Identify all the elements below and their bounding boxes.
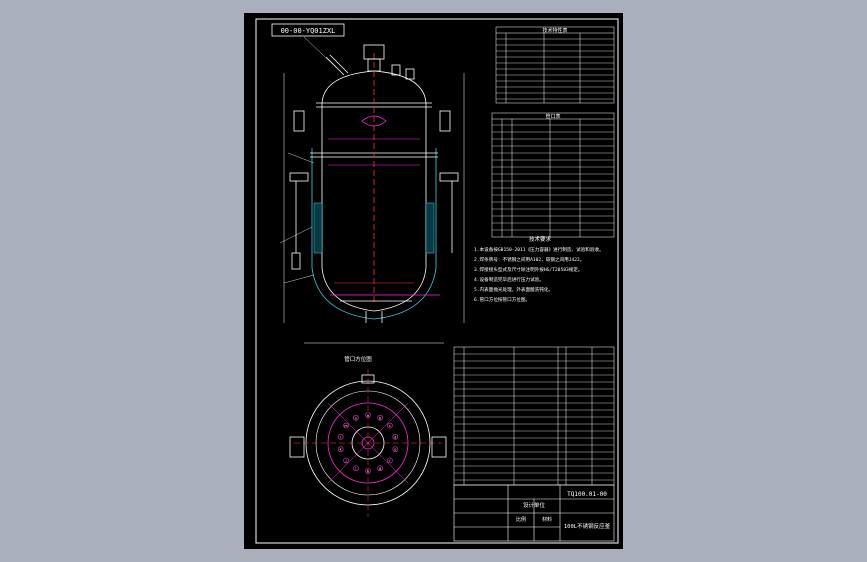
nozzle-mark-label: h [367,470,369,474]
tech-req-line: 5.内表面抛光处理，外表面酸洗钝化。 [474,286,553,293]
nozzle-mark-label: c [389,424,391,428]
nozzle-table-title: 管口表 [545,113,560,120]
parts-list-rows [454,353,614,481]
nozzle-mark-circle [365,412,371,418]
nozzle-mark-circle [387,422,393,429]
tech-req-line: 1.本设备按GB150-2011《压力容器》进行制造、试验和验收。 [474,246,604,253]
tech-req-lines: 1.本设备按GB150-2011《压力容器》进行制造、试验和验收。 2.焊条牌号：… [474,246,604,303]
nozzle-table [491,112,615,238]
parts-list [453,346,615,486]
drawing-frame [255,18,619,544]
nozzle-mark-circle [353,414,359,421]
orientation-nozzle-marks: a b c d e f g h i j k l m n [337,412,399,474]
tech-params-table [495,26,615,104]
nozzle-mark-circle [343,422,349,429]
nozzle-mark-label: i [355,467,356,471]
nozzle-mark-label: m [344,424,348,428]
nozzle-mark-label: d [394,435,396,439]
nozzle-mark-label: n [355,416,357,420]
orientation-title: 管口方位图 [344,355,372,363]
tech-req-title: 技术要求 [529,235,552,243]
nozzle-mark-circle [377,414,383,421]
tech-req-line: 4.设备制造完毕后进行压力试验。 [474,276,544,283]
nozzle-mark-circle [343,457,349,464]
drawing-number: TQ100.01-00 [567,491,607,498]
vessel-elevation [283,44,465,344]
title-block [453,484,615,542]
nozzle-mark-circle [392,433,399,440]
nozzle-mark-label: k [340,448,343,452]
nozzle-mark-label: e [394,448,396,452]
nozzle-table-rows [492,124,614,231]
nozzle-mark-label: l [340,435,341,439]
nozzle-mark-label: a [367,414,369,418]
impeller [361,115,387,127]
drawing-title: 100L不锈钢反应釜 [564,522,611,530]
nozzle-mark-circle [392,446,399,453]
tech-params-title: 技术特性表 [542,27,567,34]
orientation-plan [289,369,447,517]
engineering-drawing: 00-00-YQ01ZXL [255,18,619,544]
code-box [271,23,345,37]
title-block-unit: 设计单位 [523,501,546,509]
nozzle-mark-label: g [379,467,381,471]
drawing-sheet: 00-00-YQ01ZXL [244,13,623,549]
scale-label: 比例 [516,516,526,523]
tech-req-line: 6.管口方位按管口方位图。 [474,296,530,303]
jacket-hatch [313,202,435,254]
tech-req-line: 3.焊接接头型式及尺寸除注明外按HG/T20583规定。 [474,266,583,273]
material-label: 材料 [542,516,552,523]
nozzle-mark-circle [365,468,371,474]
nozzle-mark-circle [377,465,383,472]
tech-params-rows [496,38,614,100]
nozzle-mark-circle [387,457,393,464]
tech-req-line: 2.焊条牌号：不锈钢之间用A102，碳钢之间用J422。 [474,256,584,263]
nozzle-mark-circle [337,446,344,453]
nozzle-mark-label: b [379,416,382,420]
nozzle-mark-circle [353,465,359,472]
nozzle-mark-label: f [389,459,391,463]
nozzle-mark-label: j [345,459,347,463]
nozzle-mark-circle [337,433,344,440]
code-box-text: 00-00-YQ01ZXL [281,27,336,35]
leader-lines [279,36,341,284]
